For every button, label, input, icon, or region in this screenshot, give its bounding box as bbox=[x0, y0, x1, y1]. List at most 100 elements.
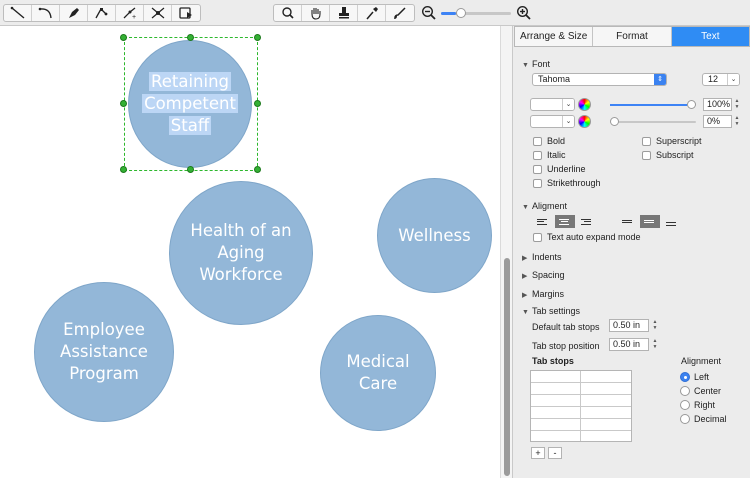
tab-stops-table[interactable] bbox=[530, 370, 632, 442]
scrollbar-thumb[interactable] bbox=[504, 258, 510, 476]
opacity-stepper-1[interactable]: ▲▼ bbox=[734, 98, 740, 110]
font-size-select[interactable]: 12 ⌄ bbox=[702, 73, 740, 86]
bezier-tool-icon[interactable] bbox=[88, 5, 116, 21]
smart-connector-icon[interactable] bbox=[144, 5, 172, 21]
view-tools bbox=[273, 4, 415, 22]
resize-handle[interactable] bbox=[254, 166, 261, 173]
align-left-icon[interactable] bbox=[533, 215, 553, 228]
default-tab-stops-stepper[interactable]: ▲▼ bbox=[652, 319, 658, 331]
checkbox-italic[interactable]: Italic bbox=[533, 150, 566, 160]
tab-stop-position-stepper[interactable]: ▲▼ bbox=[652, 338, 658, 350]
svg-text:+: + bbox=[132, 14, 136, 20]
circle-wellness[interactable]: Wellness bbox=[377, 178, 492, 293]
opacity-slider-knob[interactable] bbox=[687, 100, 696, 109]
search-icon[interactable] bbox=[274, 5, 302, 21]
alignment-section-header[interactable]: ▼Aligment bbox=[522, 201, 567, 211]
font-family-select[interactable]: Tahoma ⇕ bbox=[532, 73, 667, 86]
tab-stop-position-field[interactable]: 0.50 in bbox=[609, 338, 649, 351]
resize-handle[interactable] bbox=[120, 34, 127, 41]
vertical-scrollbar[interactable] bbox=[500, 26, 512, 478]
radio-align-left[interactable]: Left bbox=[680, 372, 709, 382]
opacity-stepper-2[interactable]: ▲▼ bbox=[734, 115, 740, 127]
tab-text[interactable]: Text bbox=[671, 27, 749, 46]
add-tab-stop-button[interactable]: + bbox=[531, 447, 545, 459]
table-row[interactable] bbox=[531, 406, 631, 407]
zoom-in-icon[interactable] bbox=[516, 5, 532, 21]
circle-label-line: Employee bbox=[63, 320, 145, 339]
zoom-out-icon[interactable] bbox=[421, 5, 437, 21]
circle-label-line: Retaining bbox=[148, 72, 231, 91]
radio-label: Left bbox=[694, 372, 710, 382]
background-color-select[interactable]: ⌄ bbox=[530, 115, 575, 128]
resize-handle[interactable] bbox=[120, 166, 127, 173]
drawing-tools: + bbox=[3, 4, 201, 22]
table-row[interactable] bbox=[531, 382, 631, 383]
align-right-icon[interactable] bbox=[577, 215, 597, 228]
insert-shape-icon[interactable] bbox=[172, 5, 200, 21]
radio-align-decimal[interactable]: Decimal bbox=[680, 414, 727, 424]
font-section-header[interactable]: ▼Font bbox=[522, 59, 550, 69]
arc-tool-icon[interactable] bbox=[32, 5, 60, 21]
tab-arrange-size[interactable]: Arrange & Size bbox=[515, 27, 594, 46]
align-center-icon[interactable] bbox=[555, 215, 575, 228]
checkbox-underline[interactable]: Underline bbox=[533, 164, 586, 174]
remove-tab-stop-button[interactable]: - bbox=[548, 447, 562, 459]
resize-handle[interactable] bbox=[187, 166, 194, 173]
checkbox-strikethrough[interactable]: Strikethrough bbox=[533, 178, 601, 188]
opacity-slider-1[interactable] bbox=[610, 100, 696, 109]
brush-icon[interactable] bbox=[386, 5, 414, 21]
checkbox-superscript[interactable]: Superscript bbox=[642, 136, 702, 146]
opacity-slider-2[interactable] bbox=[610, 117, 696, 126]
radio-dot bbox=[680, 414, 690, 424]
indents-section-header[interactable]: ▶Indents bbox=[522, 252, 562, 262]
disclosure-open-icon: ▼ bbox=[522, 204, 529, 211]
circle-label-line: Medical bbox=[346, 352, 410, 371]
table-row[interactable] bbox=[531, 394, 631, 395]
checkbox-label: Bold bbox=[547, 136, 566, 146]
connector-tool-icon[interactable]: + bbox=[116, 5, 144, 21]
disclosure-open-icon: ▼ bbox=[522, 309, 529, 316]
hand-icon[interactable] bbox=[302, 5, 330, 21]
checkbox-text-auto-expand[interactable]: Text auto expand mode bbox=[533, 232, 641, 242]
checkbox-box bbox=[642, 136, 651, 146]
align-bottom-icon[interactable] bbox=[662, 215, 682, 228]
checkbox-bold[interactable]: Bold bbox=[533, 136, 565, 146]
text-color-select[interactable]: ⌄ bbox=[530, 98, 575, 111]
resize-handle[interactable] bbox=[254, 100, 261, 107]
circle-label-retaining: Retaining Competent Staff bbox=[128, 71, 252, 137]
table-row[interactable] bbox=[531, 418, 631, 419]
table-row[interactable] bbox=[531, 430, 631, 431]
tab-settings-section-header[interactable]: ▼Tab settings bbox=[522, 306, 580, 316]
opacity-field-1[interactable]: 100% bbox=[703, 98, 732, 111]
color-wheel-icon[interactable] bbox=[578, 115, 591, 128]
zoom-slider[interactable] bbox=[441, 8, 511, 18]
default-tab-stops-field[interactable]: 0.50 in bbox=[609, 319, 649, 332]
section-title: Font bbox=[532, 59, 551, 69]
align-top-icon[interactable] bbox=[618, 215, 638, 228]
stamp-icon[interactable] bbox=[330, 5, 358, 21]
section-title: Spacing bbox=[532, 270, 565, 280]
radio-align-right[interactable]: Right bbox=[680, 400, 715, 410]
line-tool-icon[interactable] bbox=[4, 5, 32, 21]
checkbox-label: Underline bbox=[547, 164, 586, 174]
checkbox-box bbox=[533, 232, 542, 242]
resize-handle[interactable] bbox=[187, 34, 194, 41]
color-wheel-icon[interactable] bbox=[578, 98, 591, 111]
opacity-slider-knob[interactable] bbox=[610, 117, 619, 126]
spacing-section-header[interactable]: ▶Spacing bbox=[522, 270, 565, 280]
zoom-slider-knob[interactable] bbox=[456, 8, 466, 18]
pen-tool-icon[interactable] bbox=[60, 5, 88, 21]
resize-handle[interactable] bbox=[254, 34, 261, 41]
align-middle-icon[interactable] bbox=[640, 215, 660, 228]
checkbox-subscript[interactable]: Subscript bbox=[642, 150, 694, 160]
opacity-field-2[interactable]: 0% bbox=[703, 115, 732, 128]
radio-align-center[interactable]: Center bbox=[680, 386, 721, 396]
margins-section-header[interactable]: ▶Margins bbox=[522, 289, 564, 299]
resize-handle[interactable] bbox=[120, 100, 127, 107]
eyedropper-icon[interactable] bbox=[358, 5, 386, 21]
tab-format[interactable]: Format bbox=[593, 27, 672, 46]
